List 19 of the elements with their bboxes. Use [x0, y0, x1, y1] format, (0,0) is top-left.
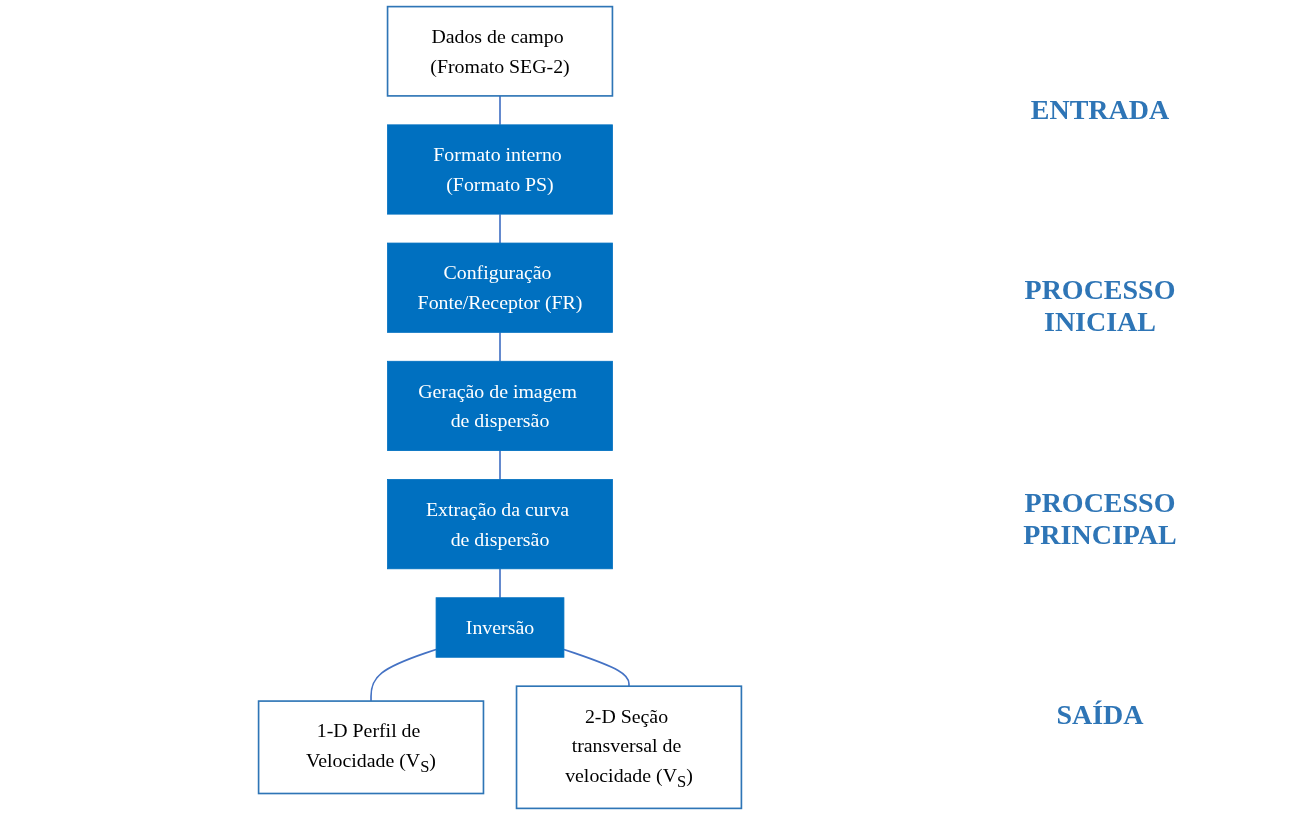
node-box: Inversão	[435, 597, 565, 658]
section-label: SAÍDA	[1055, 698, 1145, 731]
node-box: Geração de imagem de dispersão	[387, 360, 613, 451]
node-box: 1-D Perfil de Velocidade (V$_{S}$)	[257, 700, 485, 795]
section-label: PROCESSO INICIAL	[1023, 274, 1177, 339]
connector	[499, 449, 501, 481]
node-box: Formato interno (Formato PS)	[387, 124, 613, 215]
connector	[499, 567, 501, 599]
connector	[499, 213, 501, 244]
node-box: 2-D Seção transversal de velocidade (V$_{S}$)	[515, 685, 743, 810]
connector	[370, 648, 437, 702]
connector	[563, 648, 630, 688]
connector	[499, 331, 501, 363]
section-label: ENTRADA	[1029, 94, 1171, 127]
node-box: Dados de campo (Fromato SEG-2)	[386, 5, 614, 97]
section-label: PROCESSO PRINCIPAL	[1022, 486, 1178, 551]
connector	[499, 95, 501, 126]
node-box: Configuração Fonte/Receptor (FR)	[387, 242, 613, 333]
node-box: Extração da curva de dispersão	[387, 479, 613, 570]
